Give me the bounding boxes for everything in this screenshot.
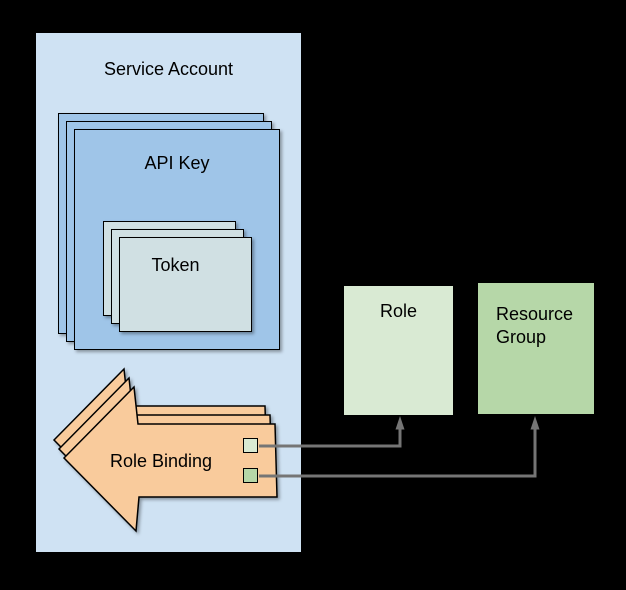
- role-box: Role: [344, 286, 453, 415]
- connector-to-resource-group-arrowhead-icon: [530, 416, 540, 430]
- connector-to-role-arrowhead-icon: [395, 416, 405, 430]
- resource-group-label: Resource Group: [496, 304, 574, 347]
- service-account-box: Service Account API Key Token: [36, 33, 301, 552]
- token-card-front: Token: [119, 237, 252, 332]
- resource-group-box: Resource Group: [478, 283, 594, 414]
- service-account-label: Service Account: [103, 59, 234, 79]
- api-key-label: API Key: [144, 153, 210, 173]
- role-binding-label: Role Binding: [109, 451, 213, 471]
- role-port: [243, 438, 258, 453]
- role-label: Role: [379, 301, 418, 321]
- resource-group-port: [243, 468, 258, 483]
- api-key-card-front: API Key Token: [74, 129, 280, 350]
- token-label: Token: [151, 255, 200, 275]
